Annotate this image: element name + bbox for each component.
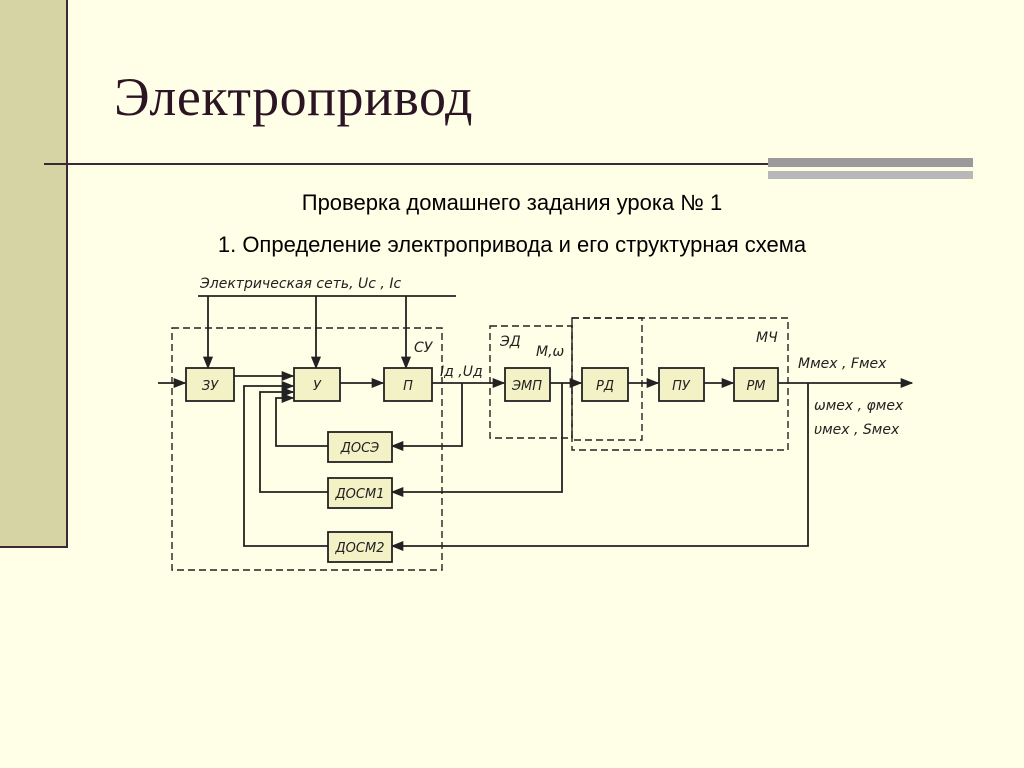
su-label: СУ [414,340,434,356]
left-decor-line [66,0,68,548]
output-angle-label: ωмех , φмех [814,398,904,414]
block-u-label: У [313,379,322,394]
dose-to-u [275,392,328,447]
block-emp-label: ЭМП [511,379,542,394]
torque-speed-label: М,ω [536,344,565,360]
feedback-motor [390,383,563,498]
slide-subtitle-definition: 1. Определение электропривода и его стру… [217,232,807,257]
slide-title: Электропривод [114,67,473,127]
dosm2-to-u [243,380,328,547]
block-rm-label: РМ [746,379,765,394]
feedback-electrical [390,383,463,452]
feedback-mechanical [390,383,809,552]
block-dosm2-label: ДОСМ2 [335,541,385,556]
dashed-groups [171,317,789,571]
block-emp [504,367,551,402]
output-force-label: Mмех , Fмех [798,356,887,372]
structure-diagram: ЗУ У П ЭМП РД ПУ РМ ДОСЭ ДОСМ1 ДОСМ2 Эле… [158,276,914,571]
block-rd [581,367,629,402]
block-dosm1-label: ДОСМ1 [335,487,385,502]
network-label: Электрическая сеть, Uc , Ic [199,276,401,292]
title-rule [44,163,772,165]
left-decor-bar [0,0,68,548]
block-dose-label: ДОСЭ [340,441,380,456]
ed-label: ЭД [499,334,521,350]
block-dose [327,431,393,463]
block-p-label: П [403,379,413,394]
block-zu [185,367,235,402]
title-rule-accent-bottom [768,171,973,179]
title-rule-accent-top [768,158,973,167]
block-p [383,367,433,402]
block-pu-label: ПУ [672,379,691,394]
block-rd-label: РД [596,379,614,394]
output-speed-label: υмех , Sмех [814,422,900,438]
slide-subtitle-homework: Проверка домашнего задания урока № 1 [301,190,723,215]
block-dosm2 [327,531,393,563]
su-group-frame [171,327,443,571]
block-dosm1 [327,477,393,509]
block-u [293,367,341,402]
left-decor-edge [0,546,68,548]
current-voltage-label: Iд ,Uд [440,364,483,380]
block-rm [733,367,779,402]
block-zu-label: ЗУ [202,379,219,394]
dosm1-to-u [259,386,328,493]
block-pu [658,367,705,402]
mch-label: МЧ [756,330,778,346]
